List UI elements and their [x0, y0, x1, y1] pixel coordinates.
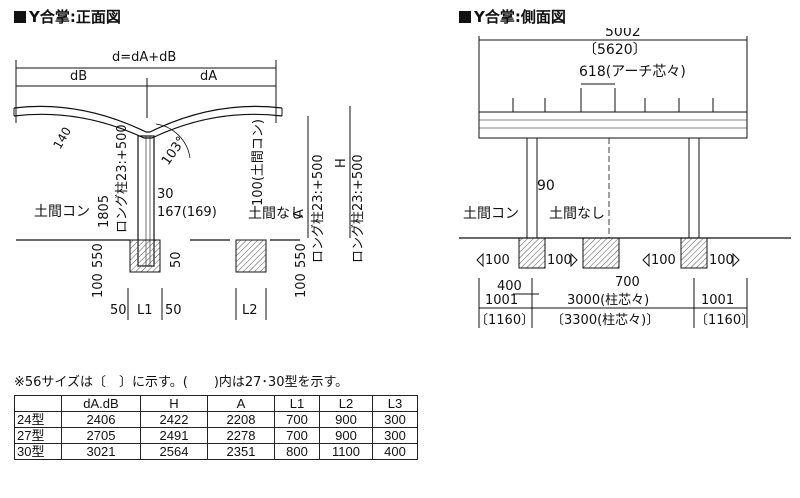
table-header: H — [140, 395, 208, 412]
dim-30: 30 — [157, 187, 174, 202]
dim-100-1: 100 — [485, 253, 510, 268]
table-cell: 3021 — [61, 443, 141, 460]
dim-L2: L2 — [242, 303, 258, 318]
size-note: ※56サイズは〔 〕に示す。( )内は27･30型を示す。 — [14, 375, 349, 390]
dim-1805: 1805 — [97, 195, 112, 228]
table-cell: 900 — [319, 427, 373, 444]
roof-top-edge — [13, 105, 283, 133]
table-cell: 2406 — [61, 411, 141, 428]
dim-400: 400 — [497, 279, 522, 294]
table-cell: 300 — [372, 427, 418, 444]
table-cell: 400 — [372, 443, 418, 460]
side-foundation-left — [518, 237, 546, 269]
dim-550-b: 550 — [294, 243, 309, 268]
dim-700: 700 — [615, 275, 640, 290]
label-doma-nashi: 土間なし — [248, 206, 304, 222]
dim-550-a: 550 — [91, 243, 106, 268]
dim-H: H — [334, 158, 349, 168]
dim-50-right: 50 — [165, 303, 182, 318]
table-cell: 2351 — [207, 443, 275, 460]
side-label-doma-con: 土間コン — [463, 206, 519, 222]
dim-90: 90 — [537, 178, 555, 194]
dim-3000: 3000(柱芯々) — [567, 293, 649, 308]
dim-618: 618(アーチ芯々) — [579, 64, 686, 80]
dim-5002: 5002 — [605, 28, 641, 40]
front-view-diagram: d=dA+dB dB dA 140 103° ロング柱23:+500 1805 … — [13, 50, 366, 320]
table-cell: 800 — [274, 443, 320, 460]
dim-1001-b: 1001 — [701, 293, 734, 308]
dim-100-a: 100 — [91, 273, 106, 298]
front-view-title-text: Y合掌:正面図 — [29, 8, 121, 26]
side-foundation-mid — [582, 237, 620, 269]
dim-dB: dB — [70, 69, 87, 84]
dim-100-4: 100 — [709, 253, 734, 268]
table-cell: 2278 — [207, 427, 275, 444]
dim-100-2: 100 — [547, 253, 572, 268]
dim-100-doma: 100(土間コン) — [251, 119, 266, 206]
dim-50-vertical: 50 — [169, 251, 184, 268]
table-cell: 2705 — [61, 427, 141, 444]
dim-dA: dA — [200, 69, 217, 84]
table-cell: 2564 — [140, 443, 208, 460]
side-post-right — [688, 137, 700, 239]
dim-1160-b: 〔1160〕 — [695, 313, 754, 328]
table-cell: 2422 — [140, 411, 208, 428]
dim-3300: 〔3300(柱芯々)〕 — [551, 313, 659, 328]
dim-d-total: d=dA+dB — [112, 50, 176, 65]
label-long-post-mid: ロング柱23:+500 — [311, 154, 326, 263]
table-header: L1 — [274, 395, 320, 412]
table-cell: 300 — [372, 411, 418, 428]
table-cell: 1100 — [319, 443, 373, 460]
table-cell: 700 — [274, 411, 320, 428]
table-cell: 30型 — [14, 443, 62, 460]
dim-A: A — [292, 209, 307, 218]
table-header — [14, 395, 62, 412]
dim-1001-a: 1001 — [485, 293, 518, 308]
table-header-row: dA.dB H A L1 L2 L3 — [14, 395, 418, 412]
dim-5620: 〔5620〕 — [583, 42, 647, 58]
table-header: L3 — [372, 395, 418, 412]
dim-50-left: 50 — [110, 303, 127, 318]
label-long-post-right: ロング柱23:+500 — [351, 154, 366, 263]
side-roof — [478, 111, 748, 139]
table-row: 30型 3021 2564 2351 800 1100 400 — [14, 443, 418, 460]
table-cell: 24型 — [14, 411, 62, 428]
table-cell: 2491 — [140, 427, 208, 444]
foundation-left — [129, 239, 161, 273]
side-label-doma-nashi: 土間なし — [549, 206, 605, 222]
table-header: A — [207, 395, 275, 412]
table-row: 24型 2406 2422 2208 700 900 300 — [14, 411, 418, 428]
table-header: dA.dB — [61, 395, 141, 412]
spec-table: dA.dB H A L1 L2 L3 24型 2406 2422 2208 70… — [14, 395, 418, 460]
angle-103: 103° — [159, 134, 189, 168]
dim-167: 167(169) — [157, 205, 217, 220]
dim-L1: L1 — [137, 303, 153, 318]
table-cell: 2208 — [207, 411, 275, 428]
side-view-diagram: 5002 〔5620〕 618(アーチ芯々) 90 土間コン 土間なし 100 … — [459, 28, 791, 328]
label-doma-con: 土間コン — [34, 204, 90, 220]
side-view-title: Y合掌:側面図 — [459, 6, 566, 27]
dim-140: 140 — [50, 125, 74, 152]
side-post-left — [526, 137, 538, 239]
label-long-post-left: ロング柱23:+500 — [115, 124, 130, 233]
table-row: 27型 2705 2491 2278 700 900 300 — [14, 427, 418, 444]
table-header: L2 — [319, 395, 373, 412]
foundation-right — [235, 239, 267, 273]
table-cell: 700 — [274, 427, 320, 444]
side-view-title-text: Y合掌:側面図 — [474, 8, 566, 26]
dim-100-3: 100 — [651, 253, 676, 268]
dim-1160-a: 〔1160〕 — [475, 313, 534, 328]
dim-100-b: 100 — [294, 273, 309, 298]
table-cell: 27型 — [14, 427, 62, 444]
side-foundation-right — [680, 237, 708, 269]
front-view-title: Y合掌:正面図 — [14, 6, 121, 27]
table-cell: 900 — [319, 411, 373, 428]
